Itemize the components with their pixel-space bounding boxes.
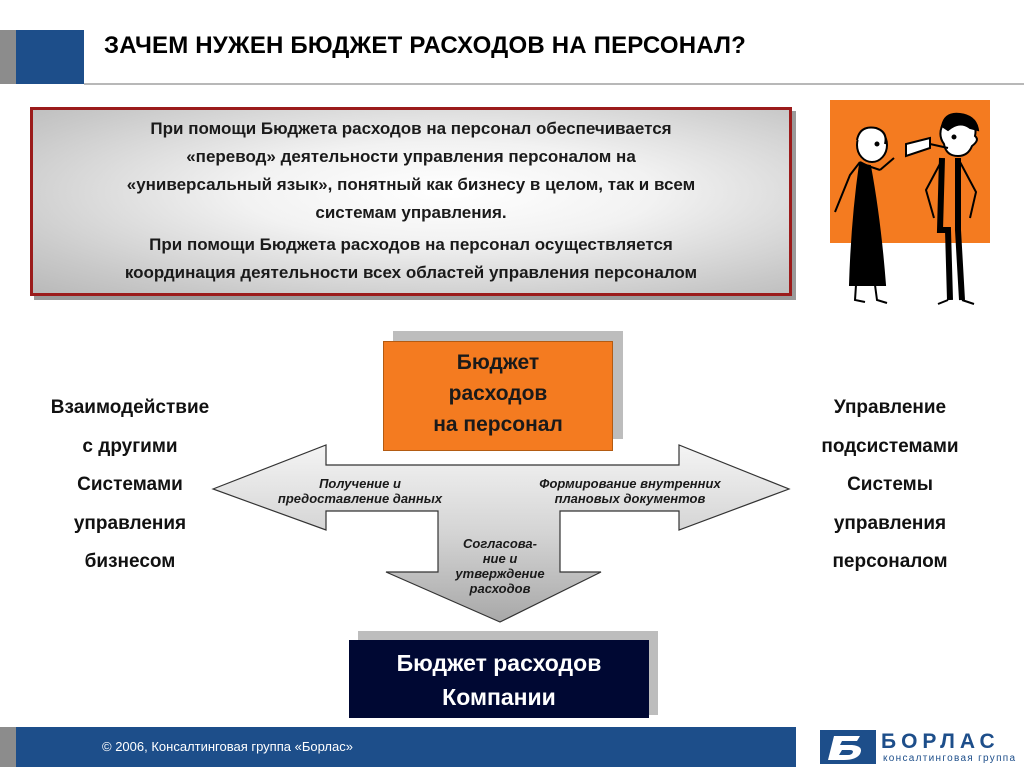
arrow-down-label: Согласова- ние и утверждение расходов	[425, 536, 575, 596]
info-line: При помощи Бюджета расходов на персонал …	[149, 235, 673, 254]
info-line: «универсальный язык», понятный как бизне…	[126, 175, 696, 194]
side-line: персоналом	[832, 551, 948, 572]
side-line: подсистемами	[821, 435, 959, 457]
right-side-text: Управление подсистемами Системы управлен…	[790, 389, 990, 582]
company-budget-box: Бюджет расходов Компании	[349, 640, 649, 718]
arrow-left-label: Получение и предоставление данных	[240, 476, 480, 506]
header-accent-blue	[16, 30, 84, 84]
company-line: Бюджет расходов	[396, 650, 602, 676]
footer-accent-gray	[0, 727, 16, 767]
label-line: утверждение	[455, 566, 545, 581]
side-line: Системами	[77, 474, 183, 495]
info-line: При помощи Бюджета расходов на персонал …	[150, 119, 672, 138]
label-line: Формирование внутренних	[539, 476, 721, 491]
man-figure-icon	[905, 112, 980, 305]
info-line: системам управления.	[315, 203, 507, 222]
personnel-budget-box: Бюджет расходов на персонал	[383, 341, 613, 451]
budget-line: на персонал	[433, 413, 563, 436]
side-line: бизнесом	[84, 551, 176, 572]
woman-figure-icon	[834, 126, 895, 304]
arrow-right-label: Формирование внутренних плановых докумен…	[510, 476, 750, 506]
left-side-text: Взаимодействие с другими Системами управ…	[20, 389, 240, 582]
budget-line: Бюджет	[456, 351, 540, 374]
info-line: «перевод» деятельности управления персон…	[186, 147, 636, 166]
side-line: Взаимодействие	[50, 397, 210, 418]
budget-line: расходов	[448, 382, 548, 405]
megaphone-people-illustration	[830, 100, 990, 305]
label-line: Получение и	[319, 476, 401, 491]
copyright-text: © 2006, Консалтинговая группа «Борлас»	[102, 739, 353, 754]
info-paragraph-1: При помощи Бюджета расходов на персонал …	[33, 115, 789, 227]
label-line: предоставление данных	[277, 491, 443, 506]
info-box: При помощи Бюджета расходов на персонал …	[30, 107, 792, 296]
info-paragraph-2: При помощи Бюджета расходов на персонал …	[33, 231, 789, 287]
side-line: управления	[833, 512, 947, 534]
header-divider	[84, 83, 1024, 85]
label-line: плановых документов	[554, 491, 706, 506]
logo-tagline: консалтинговая группа	[883, 753, 1017, 764]
side-line: управления	[73, 512, 187, 534]
slide-title: ЗАЧЕМ НУЖЕН БЮДЖЕТ РАСХОДОВ НА ПЕРСОНАЛ?	[104, 32, 746, 59]
label-line: Согласова-	[463, 536, 537, 551]
logo-name: БОРЛАС	[881, 730, 1000, 753]
side-line: с другими	[82, 435, 178, 457]
borlas-logo-icon	[820, 730, 876, 764]
header-accent-gray	[0, 30, 16, 84]
three-way-arrow	[211, 444, 791, 623]
footer-bar	[0, 727, 796, 767]
info-line: координация деятельности всех областей у…	[124, 263, 698, 282]
label-line: расходов	[469, 581, 531, 596]
label-line: ние и	[482, 551, 518, 566]
side-line: Системы	[847, 474, 933, 495]
company-line: Компании	[442, 684, 556, 710]
side-line: Управление	[833, 397, 947, 418]
